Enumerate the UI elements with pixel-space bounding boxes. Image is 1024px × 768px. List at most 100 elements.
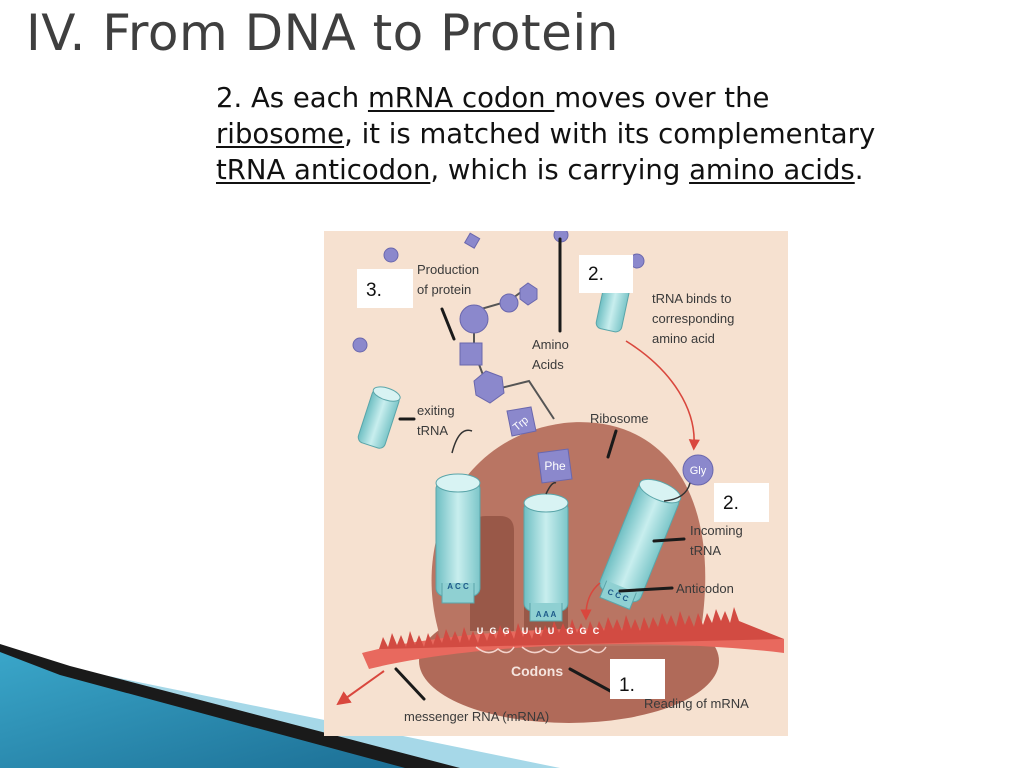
label-amino-acids-1: Amino	[532, 337, 569, 352]
term-ribosome: ribosome	[216, 118, 345, 150]
anticodon-left: A C C	[447, 582, 469, 591]
amino-acid-bead	[499, 293, 519, 313]
label-messenger: messenger RNA (mRNA)	[404, 709, 549, 724]
label-reading: Reading of mRNA	[644, 696, 749, 711]
trna-middle-stem	[545, 481, 557, 495]
leader-incoming	[652, 537, 686, 543]
anticodon-middle: A A A	[536, 610, 557, 619]
codon-brace-1	[475, 646, 515, 654]
leader-production	[440, 307, 456, 341]
mrna-teeth	[379, 607, 784, 649]
amino-acid-bead	[459, 304, 489, 334]
box-bottom	[610, 659, 665, 699]
trna-incoming-top	[638, 478, 682, 504]
leader-anticodon	[618, 586, 674, 593]
ribosome-site-left	[470, 516, 514, 631]
box-top-right	[579, 255, 633, 293]
protein-chain: Trp Phe	[459, 282, 573, 484]
label-trna-binds-1: tRNA binds to	[652, 291, 732, 306]
codon-letter: U	[477, 626, 484, 636]
mrna-strand: U G G U U U G G C	[336, 607, 784, 706]
amino-acid-trp	[506, 406, 537, 437]
box-top-right-label: 2.	[588, 264, 604, 285]
box-top-left	[357, 269, 413, 308]
label-production-1: Production	[417, 262, 479, 277]
label-incoming-2: tRNA	[690, 543, 721, 558]
label-trna-binds-3: amino acid	[652, 331, 715, 346]
label-trna-binds-2: corresponding	[652, 311, 734, 326]
free-amino-acid	[352, 337, 368, 353]
box-mid-right	[714, 483, 769, 522]
trna-left-stem	[451, 429, 473, 454]
codon-letter: U	[522, 626, 529, 636]
trna-left-top	[435, 473, 481, 493]
body-text-part-4: , which is carrying	[430, 154, 690, 186]
free-amino-acids: Gly	[352, 231, 714, 486]
trna-middle-body	[523, 500, 569, 612]
codon-letter: U	[548, 626, 555, 636]
codon-brace-2	[521, 646, 561, 654]
trna-left-body	[435, 480, 481, 597]
free-amino-acid	[383, 247, 399, 263]
codon-brace-3	[567, 646, 607, 654]
codon-letter: U	[535, 626, 542, 636]
body-text-part-5: .	[854, 154, 864, 186]
leader-lines	[394, 237, 686, 701]
amino-acid-phe	[537, 448, 573, 484]
box-mid-right-label: 2.	[723, 493, 739, 514]
trna-middle-top	[523, 493, 569, 513]
label-codons: Codons	[511, 663, 563, 679]
trna-exiting	[357, 386, 401, 449]
trna-middle-base	[529, 603, 563, 622]
codon-letter: G	[566, 626, 573, 636]
leader-ribosome	[606, 429, 618, 459]
corner-blue-shape	[0, 652, 405, 768]
amino-acid-label-phe: Phe	[544, 459, 566, 473]
arrow-anticodon-pairing	[580, 582, 601, 621]
trna-incoming-base	[599, 580, 637, 610]
leader-codons	[568, 667, 616, 695]
box-top-left-label: 3.	[366, 280, 382, 301]
amino-acid-label-gly: Gly	[690, 465, 707, 477]
term-amino-acids: amino acids	[689, 154, 855, 186]
leader-messenger	[394, 667, 426, 701]
body-text-part-2: moves over the	[554, 82, 770, 114]
codon-letter: G	[579, 626, 586, 636]
trna-incoming-stem	[663, 482, 691, 502]
label-exiting-1: exiting	[417, 403, 455, 418]
point-number: 2.	[216, 82, 243, 114]
label-ribosome: Ribosome	[590, 411, 649, 426]
box-bottom-label: 1.	[619, 675, 635, 696]
amino-acid-bead	[519, 282, 538, 306]
amino-acid-gly	[682, 454, 714, 486]
trna-incoming: C C C	[599, 478, 682, 610]
trna-left: A C C	[435, 429, 481, 604]
term-trna-anticodon: tRNA anticodon	[216, 154, 431, 186]
label-exiting-2: tRNA	[417, 423, 448, 438]
overlay-boxes: 3. 2. 2. 1.	[357, 255, 769, 699]
translation-diagram: U G G U U U G G C Trp Phe	[324, 231, 788, 736]
arrow-trna-to-ribosome	[625, 340, 700, 451]
codon-letters: U G G U U U G G C	[477, 626, 600, 636]
trna-left-base	[441, 583, 475, 604]
mrna-arrow	[336, 670, 385, 706]
label-incoming-1: Incoming	[690, 523, 743, 538]
label-anticodon: Anticodon	[676, 581, 734, 596]
slide-title: IV. From DNA to Protein	[26, 4, 619, 62]
protein-chain-link	[473, 350, 555, 420]
body-text-part-1: As each	[242, 82, 368, 114]
diagram-labels: Production of protein Amino Acids tRNA b…	[404, 262, 749, 724]
body-text: 2. As each mRNA codon moves over the ribo…	[216, 80, 1016, 188]
body-text-part-3: , it is matched with its complementary	[344, 118, 876, 150]
codon-letter: G	[489, 626, 496, 636]
label-production-2: of protein	[417, 282, 471, 297]
trna-exiting-top	[372, 386, 401, 402]
codon-letter: C	[593, 626, 600, 636]
free-amino-acid	[463, 232, 481, 249]
amino-acid-bead	[459, 342, 483, 366]
amino-acid-bead	[473, 370, 505, 404]
trna-middle: A A A	[523, 481, 569, 622]
term-mrna-codon: mRNA codon	[367, 82, 555, 114]
label-amino-acids-2: Acids	[532, 357, 564, 372]
